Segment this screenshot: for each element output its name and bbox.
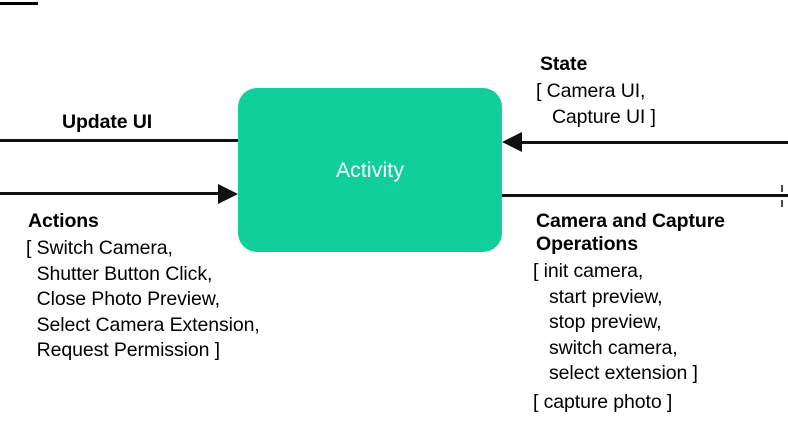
camera-ops-edge-stub-bottom xyxy=(781,200,783,207)
camera-ops-item-4: select extension ] xyxy=(533,362,698,384)
camera-ops-edge-stub-top xyxy=(781,185,783,192)
camera-ops-item-3: switch camera, xyxy=(533,336,678,359)
actions-connector-line xyxy=(0,192,222,195)
actions-item-3: Select Camera Extension, xyxy=(26,313,260,336)
camera-ops-label-line2: Operations xyxy=(536,233,638,255)
actions-item-0: [ Switch Camera, xyxy=(26,237,173,259)
state-label: State xyxy=(540,53,588,75)
camera-ops-connector-line xyxy=(502,194,788,197)
state-item-0: [ Camera UI, xyxy=(536,80,646,102)
camera-ops-item-1: start preview, xyxy=(533,285,663,308)
actions-item-2: Close Photo Preview, xyxy=(26,288,220,310)
top-left-rule-mark xyxy=(0,2,38,5)
state-arrowhead-icon xyxy=(502,132,522,152)
actions-item-1: Shutter Button Click, xyxy=(26,262,213,285)
actions-label: Actions xyxy=(28,210,99,232)
actions-arrowhead-icon xyxy=(218,183,238,204)
state-item-1: Capture UI ] xyxy=(536,105,656,128)
camera-ops-label-line1: Camera and Capture xyxy=(536,210,725,232)
update-ui-label: Update UI xyxy=(62,111,153,133)
camera-ops-item-0: [ init camera, xyxy=(533,260,644,282)
camera-ops-item-5: [ capture photo ] xyxy=(533,391,673,413)
camera-ops-item-2: stop preview, xyxy=(533,311,662,333)
actions-item-4: Request Permission ] xyxy=(26,339,220,361)
activity-node[interactable]: Activity xyxy=(238,88,502,252)
activity-node-label: Activity xyxy=(335,158,405,182)
state-connector-line xyxy=(520,140,788,144)
update-ui-connector-line xyxy=(0,139,240,142)
